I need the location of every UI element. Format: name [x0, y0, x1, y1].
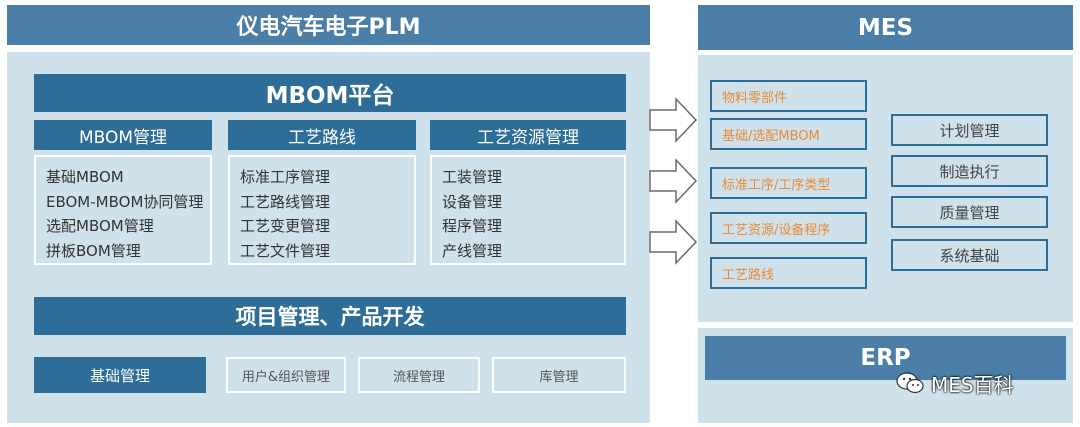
column-header-process-route: 工艺路线 [228, 120, 416, 150]
mes-basic-mbom-box: 基础/选配MBOM [710, 118, 867, 150]
list-item: 产线管理 [442, 241, 503, 260]
project-management-bar: 项目管理、产品开发 [34, 297, 626, 335]
watermark-text: MES百科 [931, 372, 1014, 397]
watermark: MES百科 [895, 366, 1014, 400]
erp-title: ERP [705, 336, 1066, 380]
list-item: EBOM-MBOM协同管理 [46, 192, 204, 211]
mes-process-resource-box: 工艺资源/设备程序 [710, 212, 867, 244]
arrow-right-icon [649, 97, 698, 143]
mes-execution-box: 制造执行 [891, 155, 1048, 187]
list-item: 程序管理 [442, 217, 503, 235]
list-item: 基础MBOM [46, 168, 124, 186]
wechat-icon [896, 372, 924, 394]
arrow-right-icon [649, 158, 698, 204]
resource-list: 工装管理 设备管理 程序管理 产线管理 [430, 155, 626, 265]
mes-material-parts-box: 物料零部件 [710, 80, 867, 112]
mes-system-basis-box: 系统基础 [891, 239, 1048, 271]
column-header-resource: 工艺资源管理 [430, 120, 626, 150]
list-item: 标准工序管理 [240, 168, 331, 186]
mes-quality-box: 质量管理 [891, 196, 1048, 228]
arrow-right-icon [649, 219, 698, 265]
list-item: 选配MBOM管理 [46, 217, 154, 235]
list-item: 工艺变更管理 [240, 217, 331, 235]
list-item: 拼板BOM管理 [46, 241, 141, 260]
plm-title: 仪电汽车电子PLM [7, 5, 650, 45]
mes-panel [698, 55, 1073, 322]
workflow-management-box: 流程管理 [358, 357, 480, 393]
list-item: 工艺路线管理 [240, 192, 331, 211]
column-header-mbom: MBOM管理 [34, 120, 212, 150]
mbom-platform-bar: MBOM平台 [34, 74, 626, 112]
process-route-list: 标准工序管理 工艺路线管理 工艺变更管理 工艺文件管理 [228, 155, 416, 265]
mes-title: MES [698, 5, 1073, 50]
list-item: 工艺文件管理 [240, 241, 331, 260]
mes-standard-process-box: 标准工序/工序类型 [710, 167, 867, 199]
user-org-management-box: 用户&组织管理 [226, 357, 346, 393]
mes-planning-box: 计划管理 [891, 114, 1048, 146]
list-item: 工装管理 [442, 168, 503, 186]
mes-process-route-box: 工艺路线 [710, 257, 867, 289]
list-item: 设备管理 [442, 192, 503, 211]
basic-management-box: 基础管理 [34, 357, 206, 393]
library-management-box: 库管理 [492, 357, 626, 393]
mbom-list: 基础MBOM EBOM-MBOM协同管理 选配MBOM管理 拼板BOM管理 [34, 155, 212, 265]
